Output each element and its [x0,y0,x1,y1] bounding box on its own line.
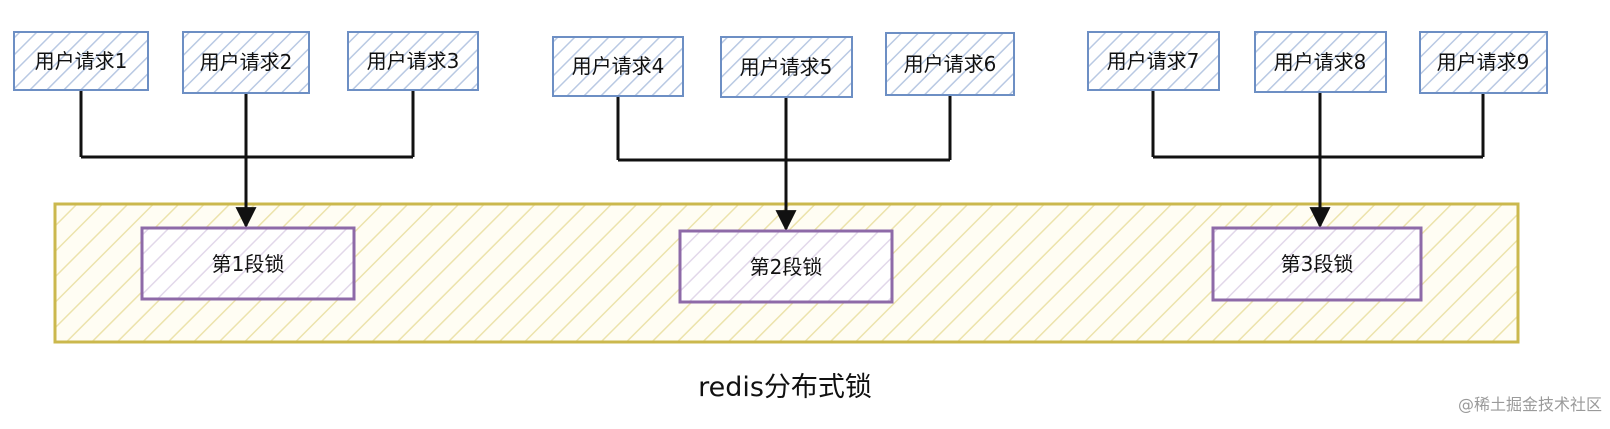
request-box: 用户请求8 [1254,31,1387,93]
segment-lock-box: 第3段锁 [1211,226,1423,302]
segment-lock-label: 第1段锁 [212,252,285,276]
request-label: 用户请求1 [35,49,128,73]
segment-lock-label: 第2段锁 [750,255,823,279]
request-box: 用户请求9 [1419,31,1548,94]
request-box: 用户请求7 [1087,31,1220,91]
request-label: 用户请求9 [1437,50,1530,74]
request-label: 用户请求6 [904,52,997,76]
diagram-caption: redis分布式锁 [698,372,872,403]
request-box: 用户请求5 [720,36,853,98]
request-label: 用户请求5 [740,55,833,79]
segment-lock-box: 第2段锁 [678,229,894,304]
segment-lock-label: 第3段锁 [1281,252,1354,276]
request-box: 用户请求3 [347,31,479,91]
request-box: 用户请求4 [552,36,684,97]
request-box: 用户请求1 [13,31,149,91]
request-label: 用户请求8 [1274,50,1367,74]
request-label: 用户请求7 [1107,49,1200,73]
connector-lines [79,90,1485,232]
request-box: 用户请求2 [182,31,310,94]
request-label: 用户请求4 [572,54,665,78]
request-box: 用户请求6 [885,32,1015,96]
request-label: 用户请求3 [367,49,460,73]
segment-lock-box: 第1段锁 [140,226,356,301]
watermark: @稀土掘金技术社区 [1458,395,1602,414]
request-label: 用户请求2 [200,50,293,74]
